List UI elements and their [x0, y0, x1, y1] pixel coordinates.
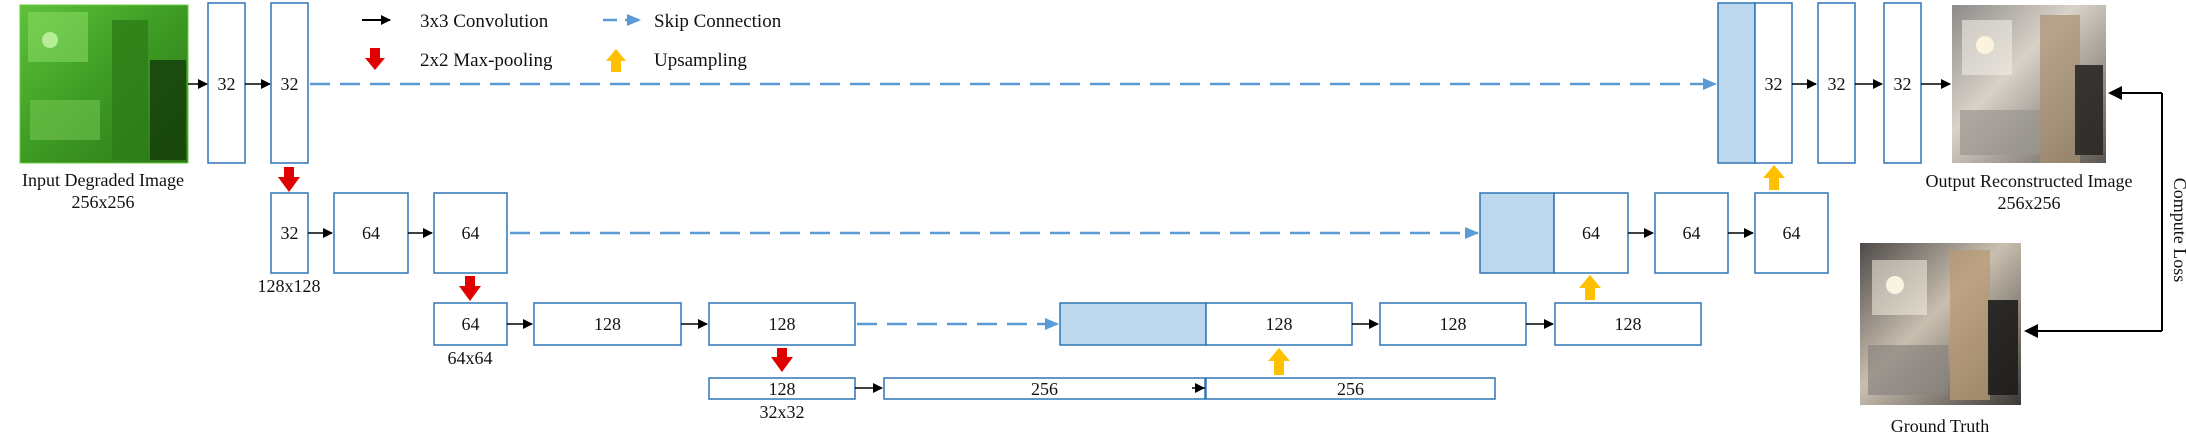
compute-loss-label: Compute Loss [2170, 178, 2186, 283]
ground-truth-image [1860, 243, 2021, 405]
dec2c-label: 64 [1783, 223, 1801, 243]
enc3c-block [708, 302, 856, 346]
legend-pool-arrow [365, 48, 385, 70]
dec2b-label: 64 [1683, 223, 1701, 243]
dec1c-label: 32 [1894, 74, 1912, 94]
dec1b-block [1817, 2, 1856, 164]
up-arrow-1 [1268, 348, 1290, 375]
up-arrow-3 [1763, 165, 1785, 190]
bot-a-label: 128 [769, 379, 796, 399]
bot-c-label: 256 [1337, 379, 1364, 399]
dec1b-label: 32 [1828, 74, 1846, 94]
dec3a-block [1205, 302, 1353, 346]
legend: 3x3 Convolution Skip Connection 2x2 Max-… [362, 11, 782, 72]
dec3b-label: 128 [1440, 314, 1467, 334]
res-64-label: 64x64 [448, 348, 493, 368]
dec1c-block [1883, 2, 1922, 164]
legend-up-label: Upsampling [654, 50, 747, 71]
output-image-label: Output Reconstructed Image [1926, 171, 2133, 191]
dec2a-block [1553, 192, 1629, 274]
enc2c-block [433, 192, 508, 274]
output-image-size: 256x256 [1998, 193, 2061, 213]
dec3a-label: 128 [1266, 314, 1293, 334]
pool-arrow-2 [459, 276, 481, 301]
enc3b-label: 128 [594, 314, 621, 334]
dec1-skip-block [1717, 2, 1756, 164]
output-image [1952, 5, 2106, 163]
legend-pool-label: 2x2 Max-pooling [420, 50, 553, 71]
bot-c-block [1205, 377, 1496, 400]
dec2a-label: 64 [1582, 223, 1600, 243]
ground-truth-label: Ground Truth [1891, 416, 1990, 436]
enc1a-label: 32 [218, 74, 236, 94]
loss-arrowhead-bottom [2024, 324, 2038, 338]
dec3b-block [1379, 302, 1527, 346]
pool-arrow-3 [771, 348, 793, 372]
enc2a-block [270, 192, 309, 274]
legend-conv-label: 3x3 Convolution [420, 11, 549, 32]
enc2c-label: 64 [462, 223, 480, 243]
enc3c-label: 128 [769, 314, 796, 334]
input-image [19, 4, 189, 164]
pool-arrow-1 [278, 167, 300, 192]
dec3-skip-block [1059, 302, 1207, 346]
enc3b-block [533, 302, 682, 346]
input-image-label: Input Degraded Image [22, 170, 184, 190]
dec2c-block [1754, 192, 1829, 274]
enc2b-label: 64 [362, 223, 380, 243]
dec2b-block [1654, 192, 1729, 274]
enc3a-label: 64 [462, 314, 480, 334]
res-32-label: 32x32 [760, 402, 805, 422]
bot-b-label: 256 [1031, 379, 1058, 399]
dec3c-label: 128 [1615, 314, 1642, 334]
dec1a-block [1754, 2, 1793, 164]
enc1b-label: 32 [281, 74, 299, 94]
dec1a-label: 32 [1765, 74, 1783, 94]
loss-arrowhead-top [2108, 86, 2122, 100]
dec2-skip-block [1479, 192, 1555, 274]
legend-up-arrow [606, 49, 626, 72]
legend-skip-label: Skip Connection [654, 11, 782, 32]
up-arrow-2 [1579, 275, 1601, 300]
input-image-size: 256x256 [72, 192, 135, 212]
enc1a-block [207, 2, 246, 164]
enc1b-block [270, 2, 309, 164]
enc2b-block [333, 192, 409, 274]
enc2a-label: 32 [281, 223, 299, 243]
res-128-label: 128x128 [258, 276, 321, 296]
dec3c-block [1554, 302, 1702, 346]
